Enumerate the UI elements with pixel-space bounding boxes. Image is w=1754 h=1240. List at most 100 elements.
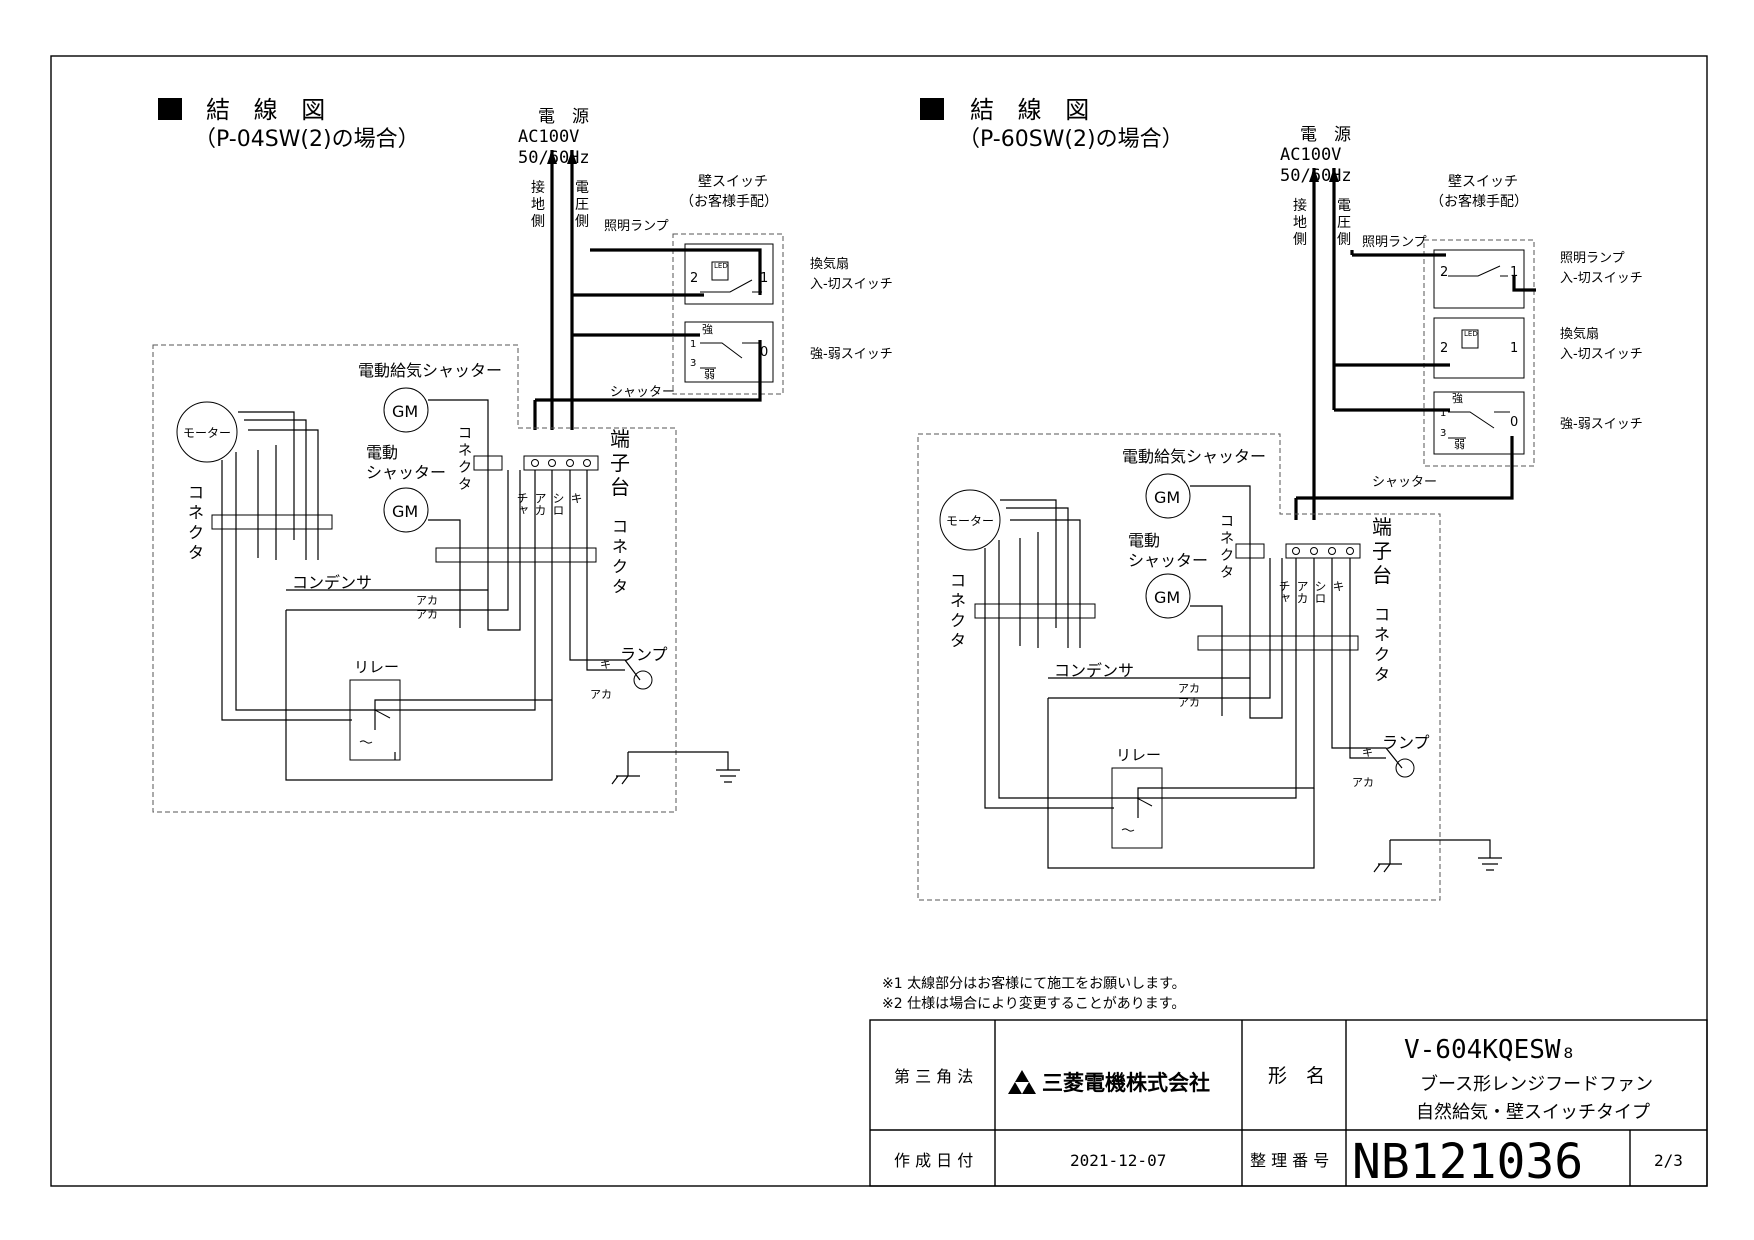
svg-text:アカ: アカ xyxy=(590,688,612,701)
product-line-1: ブース形レンジフードファン xyxy=(1420,1073,1653,1095)
document-number: NB121036 xyxy=(1352,1134,1583,1190)
svg-text:キ: キ xyxy=(569,492,583,504)
svg-text:入-切スイッチ: 入-切スイッチ xyxy=(1560,271,1643,286)
svg-text:強: 強 xyxy=(1452,392,1463,405)
svg-text:電: 電 xyxy=(575,180,589,196)
motor-connector xyxy=(974,603,1096,619)
svg-text:ク: ク xyxy=(612,557,628,576)
motor-wires xyxy=(221,399,641,781)
svg-text:GM: GM xyxy=(1154,588,1180,607)
svg-text:LED: LED xyxy=(1464,330,1478,338)
svg-text:アカ: アカ xyxy=(1178,696,1200,709)
svg-text:接: 接 xyxy=(1293,197,1307,214)
svg-text:コ: コ xyxy=(612,517,628,536)
terminal-block xyxy=(1285,543,1361,559)
gm-shutter xyxy=(383,487,429,533)
fan-switch xyxy=(1433,317,1525,379)
voltage-side-label: 電 圧 側 xyxy=(1337,198,1351,248)
svg-text:モーター: モーター xyxy=(946,514,994,528)
svg-text:ネ: ネ xyxy=(1220,531,1234,547)
svg-text:換気扇: 換気扇 xyxy=(810,256,849,272)
svg-text:2: 2 xyxy=(1440,265,1448,280)
svg-text:2: 2 xyxy=(690,271,698,286)
relay xyxy=(1111,767,1163,849)
svg-text:ク: ク xyxy=(458,460,472,476)
svg-text:弱: 弱 xyxy=(704,368,715,381)
shutter-supply-label: 電動給気シャッター xyxy=(358,361,502,380)
ground-side-label: 接 地 側 xyxy=(1293,197,1307,248)
svg-text:照明ランプ: 照明ランプ xyxy=(1560,251,1625,266)
svg-text:電動: 電動 xyxy=(366,443,398,462)
number-label: 整 理 番 号 xyxy=(1250,1151,1329,1170)
shutter-wire-label: シャッター xyxy=(1372,475,1437,490)
diagram-heading: 結 線 図 xyxy=(970,96,1097,124)
svg-text:シロ: シロ xyxy=(1313,580,1327,604)
svg-text:入-切スイッチ: 入-切スイッチ xyxy=(1560,347,1643,362)
left-diagram: 結 線 図 （P-04SW(2)の場合） 電 源 AC100V 50/60Hz … xyxy=(152,96,893,813)
strength-switch xyxy=(1433,391,1525,455)
projection-label: 第 三 角 法 xyxy=(894,1067,973,1086)
svg-text:0: 0 xyxy=(1510,415,1518,430)
motor xyxy=(176,401,238,463)
svg-text:アカ: アカ xyxy=(1352,776,1374,789)
model-label: 形 名 xyxy=(1268,1065,1325,1087)
svg-text:キ: キ xyxy=(1362,746,1373,759)
relay xyxy=(349,679,401,761)
light-switch xyxy=(1433,249,1525,309)
svg-text:タ: タ xyxy=(188,543,204,562)
hood-enclosure xyxy=(917,433,1441,901)
svg-text:1: 1 xyxy=(1510,341,1518,356)
ground-symbol xyxy=(611,751,740,785)
lamp xyxy=(633,670,653,690)
date-value: 2021-12-07 xyxy=(1070,1151,1166,1170)
model-number: V-604KQESW₈ xyxy=(1404,1035,1576,1065)
svg-text:1: 1 xyxy=(1510,265,1518,280)
electric-shutter-label: 電動 シャッター xyxy=(366,443,446,482)
svg-text:アカ: アカ xyxy=(416,608,438,621)
page-number: 2/3 xyxy=(1654,1151,1683,1170)
svg-text:チャ: チャ xyxy=(515,492,529,516)
fan-switch-label: 換気扇 入-切スイッチ xyxy=(1560,326,1643,362)
svg-text:シャッター: シャッター xyxy=(366,463,446,482)
ground-symbol xyxy=(1373,839,1502,873)
svg-text:1: 1 xyxy=(760,271,768,286)
svg-text:LED: LED xyxy=(714,262,728,270)
heading-marker xyxy=(920,98,944,120)
hood-enclosure xyxy=(152,344,677,813)
right-connector-label: コ ネ ク タ xyxy=(1374,605,1390,684)
customer-wiring xyxy=(1294,168,1536,520)
mid-connector xyxy=(1197,635,1359,651)
lamp-label: ランプ xyxy=(620,645,668,664)
svg-text:チャ: チャ xyxy=(1277,580,1291,604)
svg-text:ネ: ネ xyxy=(612,537,628,556)
ground-side-label: 接 地 側 xyxy=(531,179,545,230)
svg-text:ク: ク xyxy=(1374,645,1390,664)
heading-marker xyxy=(158,98,182,120)
svg-text:コ: コ xyxy=(188,483,204,502)
svg-text:接: 接 xyxy=(531,179,545,196)
svg-text:アカ: アカ xyxy=(1295,580,1309,604)
shutter-supply-label: 電動給気シャッター xyxy=(1122,447,1266,466)
svg-text:側: 側 xyxy=(531,214,545,230)
svg-text:タ: タ xyxy=(950,631,966,650)
note-2: ※2 仕様は場合により変更することがあります。 xyxy=(882,995,1185,1012)
svg-text:モーター: モーター xyxy=(183,426,231,440)
fan-switch xyxy=(684,243,774,305)
svg-text:3: 3 xyxy=(690,358,696,369)
motor-connector xyxy=(211,514,333,530)
fan-switch-label: 換気扇 入-切スイッチ xyxy=(810,256,893,292)
right-diagram: 結 線 図 （P-60SW(2)の場合） 電 源 AC100V 50/60Hz … xyxy=(917,96,1643,901)
gm-shutter-supply xyxy=(1145,473,1191,519)
title-block: 第 三 角 法 三菱電機株式会社 形 名 V-604KQESW₈ ブース形レンジ… xyxy=(869,1019,1708,1190)
svg-text:タ: タ xyxy=(1220,565,1234,581)
ac-voltage-label: AC100V xyxy=(518,127,579,147)
ac-voltage-label: AC100V xyxy=(1280,145,1341,165)
company-logo: 三菱電機株式会社 xyxy=(1008,1070,1210,1095)
product-line-2: 自然給気・壁スイッチタイプ xyxy=(1416,1102,1650,1123)
svg-text:側: 側 xyxy=(1337,232,1351,248)
svg-text:2: 2 xyxy=(1440,341,1448,356)
light-lamp-label: 照明ランプ xyxy=(604,219,669,234)
svg-text:端: 端 xyxy=(1372,515,1392,539)
svg-text:コンデンサ: コンデンサ xyxy=(1054,661,1134,680)
